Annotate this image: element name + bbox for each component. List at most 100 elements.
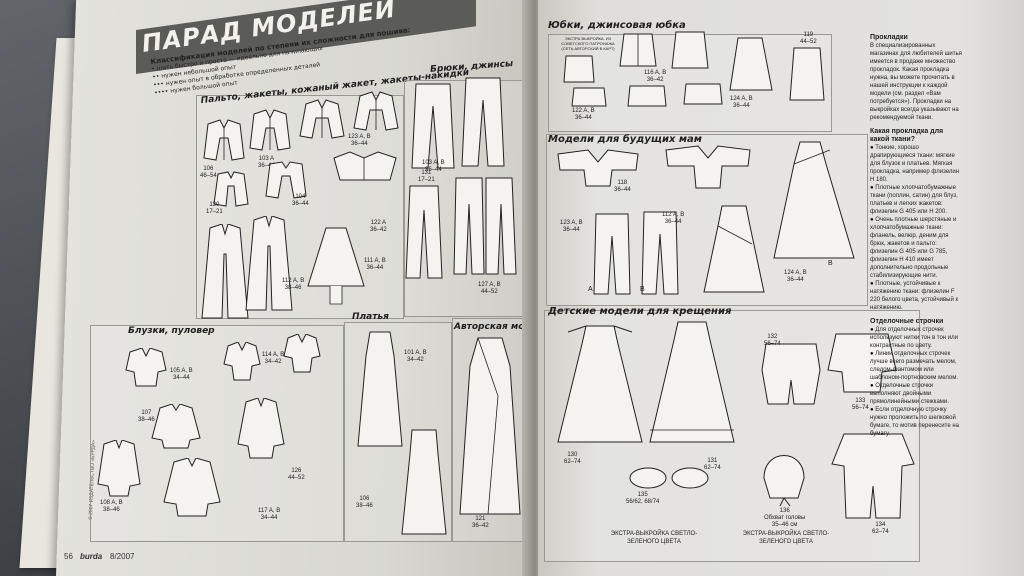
jacket-sketch: [298, 98, 346, 142]
top-sketch: [660, 144, 756, 190]
overall-sketch: [830, 430, 916, 520]
variant-letter: B: [828, 260, 833, 267]
booties-sketch: [626, 460, 714, 490]
skirt-sketch: [618, 32, 658, 68]
jeans-sketch: [452, 176, 518, 276]
author-dress-sketch: [458, 336, 522, 516]
christening-title: Детские модели для крещения: [548, 306, 732, 317]
skirt-sketch: [728, 36, 774, 92]
pullover-sketch: [150, 404, 202, 450]
footer-page-number: 56: [64, 552, 73, 561]
head-girth-label: Обхват головы: [764, 515, 806, 521]
sidebar-heading: Отделочные строчки: [870, 318, 944, 325]
blouses-title: Блузки, пуловер: [128, 326, 215, 336]
trousers-sketch: [404, 184, 444, 280]
coat-sketch: [200, 224, 250, 320]
christening-gown-sketch: [648, 318, 736, 444]
blouse-sketch: [236, 398, 286, 460]
sidebar-bullet: ● Если отделочную строчку нужно проложит…: [870, 407, 959, 437]
skirt-sketch: [626, 84, 668, 108]
jacket-sketch: [202, 118, 246, 164]
blouse-sketch: [96, 440, 142, 498]
blouse-sketch: [222, 342, 262, 382]
christening-gown-sketch: [556, 322, 644, 444]
dresses-title: Платья: [352, 312, 389, 322]
jacket-sketch: [352, 90, 400, 134]
footer-brand: burda: [80, 552, 103, 561]
skirt-sketch: [788, 46, 828, 102]
extra-note: ЭКСТРА-ВЫКРОЙКА СВЕТЛО-ЗЕЛЕНОГО ЦВЕТА: [742, 531, 830, 545]
cape-sketch: [306, 226, 366, 306]
dress-sketch: [356, 330, 404, 448]
sidebar-text: Прокладки В специализированных магазинах…: [870, 34, 962, 560]
top-sketch: [552, 148, 644, 188]
dress-sketch: [770, 140, 856, 260]
trousers-sketch: [640, 210, 680, 296]
sidebar-bullet: ● Плотные хлопчатобумажные ткани (поплин…: [870, 185, 958, 215]
sidebar-bullet: ● Тонкие, хорошо драпирующиеся ткани: мя…: [870, 145, 960, 183]
skirt-sketch: [570, 86, 608, 108]
jacket-sketch: [330, 150, 400, 186]
variant-letter: B: [640, 286, 645, 293]
trousers-sketch: [592, 212, 632, 296]
blouse-sketch: [124, 348, 168, 388]
coat-sketch: [244, 216, 294, 312]
skirts-title: Юбки, джинсовая юбка: [548, 20, 686, 31]
jacket-sketch: [248, 108, 292, 154]
sidebar-bullet: ● Плотные, устойчивые к натяжению ткани:…: [870, 281, 959, 311]
trousers-sketch: [410, 82, 456, 170]
sidebar-bullet: ● Очень плотные шерстяные и хлопчатобума…: [870, 217, 957, 279]
footer-issue: 8/2007: [110, 552, 135, 561]
sidebar-heading: Какая прокладка для какой ткани?: [870, 128, 944, 143]
extra-note: ЭКСТРА-ВЫКРОЙКА СВЕТЛО-ЗЕЛЕНОГО ЦВЕТА: [610, 531, 698, 545]
skirt-sketch: [670, 30, 710, 70]
romper-sketch: [756, 340, 826, 406]
jacket-sketch: [212, 170, 250, 208]
sidebar-paragraph: В специализированных магазинах для любит…: [870, 43, 962, 121]
sidebar-bullet: ● Отделочные строчки выполняют двойными …: [870, 383, 949, 405]
bonnet-sketch: [754, 438, 814, 508]
skirt-sketch: [682, 82, 724, 106]
skirt-sketch: [562, 54, 596, 84]
variant-letter: A: [588, 286, 593, 293]
sidebar-bullet: ● Для отделочных строчек используют нитк…: [870, 327, 959, 349]
sidebar-heading: Прокладки: [870, 34, 908, 41]
dress-sketch: [400, 428, 448, 536]
sidebar-bullet: ● Линии отделочных строчек лучше всего р…: [870, 351, 959, 381]
trousers-sketch: [460, 76, 506, 168]
